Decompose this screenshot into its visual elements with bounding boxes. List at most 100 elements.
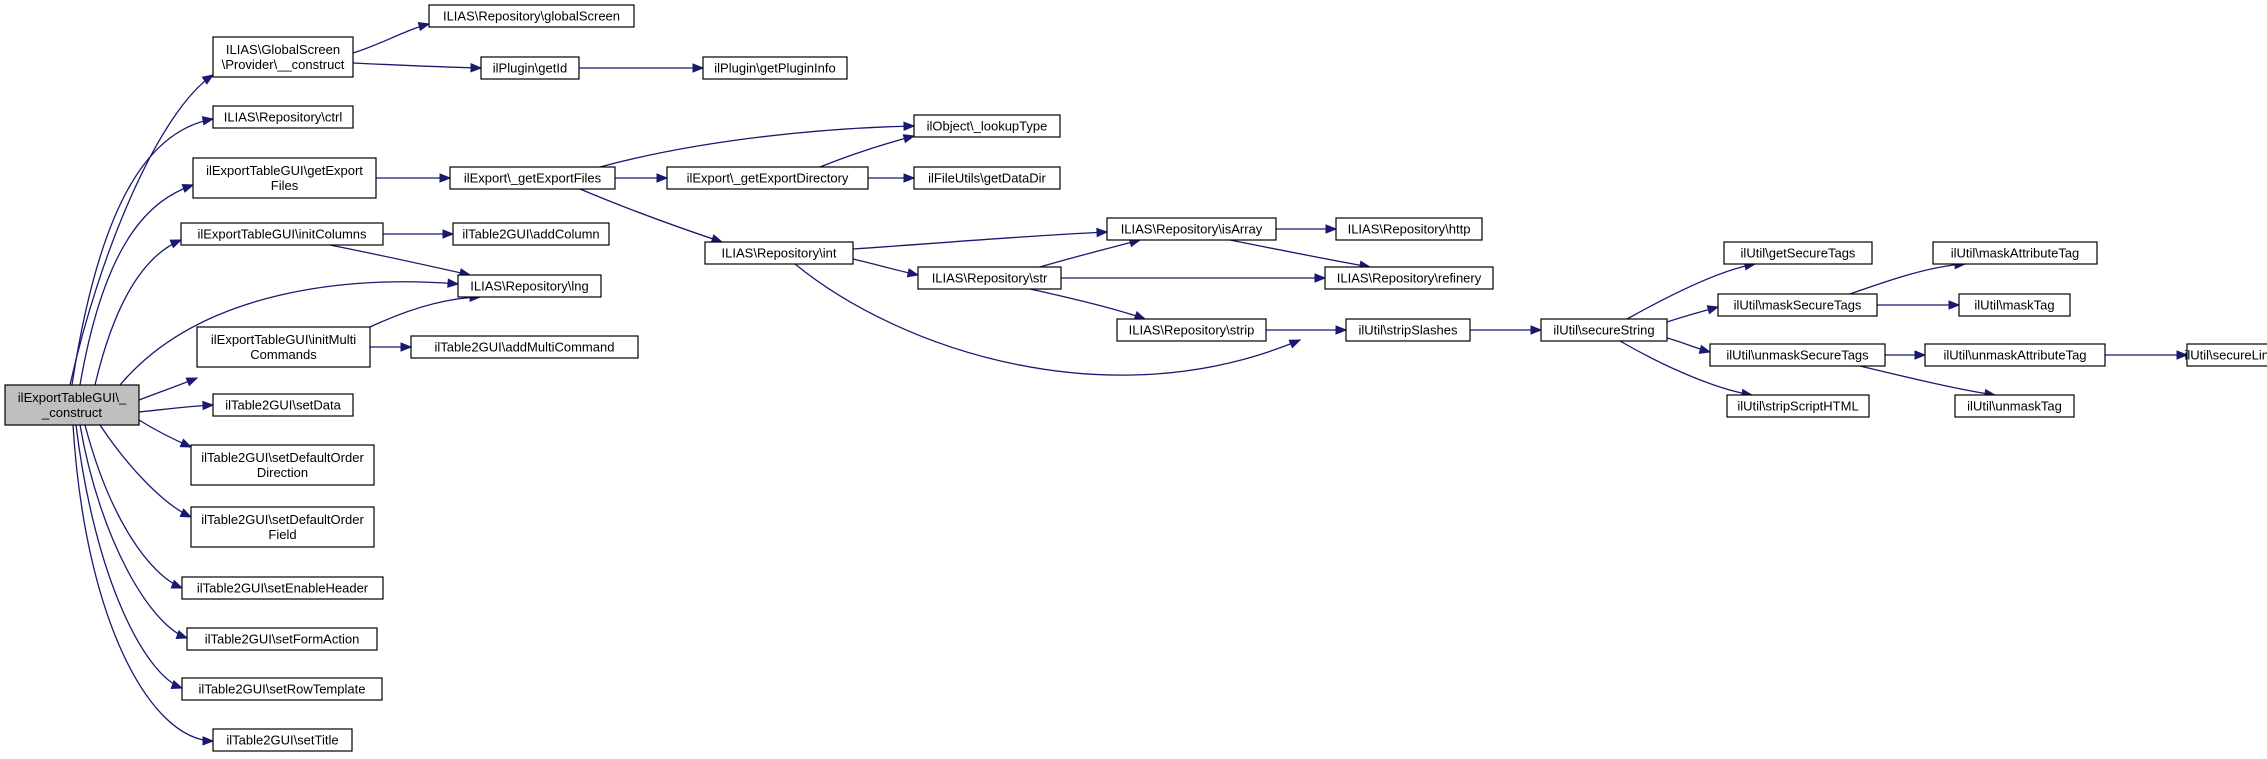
edge-n15-n16 <box>1029 288 1146 320</box>
function-node[interactable]: ilFileUtils\getDataDir <box>913 166 1061 190</box>
edge-n0-n39 <box>72 424 214 742</box>
node-label: ILIAS\Repository\refinery <box>1337 271 1482 286</box>
node-box <box>913 114 1061 138</box>
node-label: ilTable2GUI\setDefaultOrder <box>201 512 364 527</box>
function-node[interactable]: ilTable2GUI\setEnableHeader <box>181 576 384 600</box>
node-label: ilUtil\secureLink <box>2184 348 2267 363</box>
edge-n7-n8 <box>599 125 915 168</box>
function-node[interactable]: ilObject\_lookupType <box>913 114 1061 138</box>
edge-n11-n14 <box>794 263 1301 376</box>
function-node[interactable]: ilUtil\maskAttributeTag <box>1932 241 2098 265</box>
arrowhead-n0-n5 <box>201 116 215 126</box>
node-label: ilUtil\stripScriptHTML <box>1737 399 1858 414</box>
function-node[interactable]: ilTable2GUI\setRowTemplate <box>181 677 383 701</box>
function-node[interactable]: ilPlugin\getId <box>480 56 580 80</box>
function-node[interactable]: ILIAS\Repository\http <box>1335 217 1483 241</box>
node-label: ilExport\_getExportDirectory <box>687 171 849 186</box>
node-label: ilTable2GUI\setRowTemplate <box>199 682 366 697</box>
edge-n28-n30 <box>329 244 471 276</box>
node-box <box>212 105 354 129</box>
edge-n1-n3 <box>352 62 482 69</box>
node-label: ilUtil\secureString <box>1553 323 1654 338</box>
function-node[interactable]: ilUtil\unmaskAttributeTag <box>1924 343 2106 367</box>
arrowhead-n0-n31 <box>185 377 199 387</box>
node-label: ilExportTableGUI\initColumns <box>197 227 367 242</box>
node-box <box>1106 217 1277 241</box>
root-function-node[interactable]: ilExportTableGUI\__construct <box>4 384 140 426</box>
function-node[interactable]: ilTable2GUI\setTitle <box>212 728 353 752</box>
function-node[interactable]: ilUtil\stripSlashes <box>1345 318 1471 342</box>
node-label: ilUtil\getSecureTags <box>1741 246 1856 261</box>
node-box <box>702 56 848 80</box>
arrowhead-n11-n15 <box>906 268 920 278</box>
node-label: ilUtil\stripSlashes <box>1359 323 1458 338</box>
node-box <box>2186 343 2267 367</box>
function-node[interactable]: ILIAS\Repository\globalScreen <box>428 4 635 28</box>
node-box <box>192 157 377 199</box>
function-node[interactable]: ilUtil\unmaskSecureTags <box>1709 343 1886 367</box>
arrowhead-n11-n14 <box>1288 339 1302 349</box>
function-node[interactable]: ILIAS\Repository\isArray <box>1106 217 1277 241</box>
function-node[interactable]: ilUtil\maskSecureTags <box>1717 293 1878 317</box>
arrowhead-n24-n25 <box>2176 350 2189 360</box>
function-node[interactable]: ILIAS\Repository\refinery <box>1324 266 1494 290</box>
arrowhead-n3-n4 <box>692 63 705 73</box>
arrowhead-n0-n30 <box>447 278 460 288</box>
function-node[interactable]: ilTable2GUI\setData <box>212 393 354 417</box>
function-node[interactable]: ilUtil\stripScriptHTML <box>1726 394 1870 418</box>
function-node[interactable]: ilUtil\secureLink <box>2184 343 2267 367</box>
edge-n12-n14 <box>1229 239 1371 268</box>
arrowhead-n9-n8 <box>902 134 916 144</box>
edge-n0-n37 <box>79 424 188 639</box>
node-box <box>917 266 1062 290</box>
function-node[interactable]: ilExport\_getExportFiles <box>449 166 616 190</box>
function-node[interactable]: ILIAS\GlobalScreen\Provider\__construct <box>212 36 354 78</box>
function-node[interactable]: ILIAS\Repository\str <box>917 266 1062 290</box>
edge-n31-n30 <box>369 296 481 328</box>
arrowhead-n9-n10 <box>903 173 916 183</box>
edge-n18-n19 <box>1626 263 1756 320</box>
node-box <box>1345 318 1471 342</box>
function-node[interactable]: ilUtil\secureString <box>1540 318 1668 342</box>
node-box <box>452 222 610 246</box>
function-node[interactable]: ilTable2GUI\addMultiCommand <box>410 335 639 359</box>
function-node[interactable]: ILIAS\Repository\strip <box>1116 318 1267 342</box>
arrowhead-n0-n33 <box>202 400 215 411</box>
function-node[interactable]: ilUtil\maskTag <box>1958 293 2071 317</box>
node-box <box>1324 266 1494 290</box>
node-box <box>913 166 1061 190</box>
function-node[interactable]: ilUtil\unmaskTag <box>1954 394 2075 418</box>
function-node[interactable]: ilExportTableGUI\getExportFiles <box>192 157 377 199</box>
node-box <box>190 506 375 548</box>
edge-n0-n6 <box>79 184 194 386</box>
edge-n0-n30 <box>119 281 459 386</box>
function-node[interactable]: ilTable2GUI\addColumn <box>452 222 610 246</box>
function-node[interactable]: ilUtil\getSecureTags <box>1723 241 1873 265</box>
arrowhead-n0-n36 <box>170 579 184 589</box>
function-node[interactable]: ILIAS\Repository\lng <box>457 274 602 298</box>
function-node[interactable]: ilExport\_getExportDirectory <box>666 166 869 190</box>
node-label: ILIAS\Repository\isArray <box>1121 222 1263 237</box>
function-node[interactable]: ilTable2GUI\setFormAction <box>186 627 378 651</box>
arrowhead-n0-n37 <box>175 630 189 639</box>
node-label: Commands <box>250 347 317 362</box>
node-label: Files <box>271 178 299 193</box>
node-layer: ilExportTableGUI\__construct ILIAS\Global… <box>4 4 2267 752</box>
node-box <box>480 56 580 80</box>
edge-n0-n33 <box>138 404 214 413</box>
function-node[interactable]: ilPlugin\getPluginInfo <box>702 56 848 80</box>
node-box <box>1924 343 2106 367</box>
node-label: ilExportTableGUI\initMulti <box>211 332 356 347</box>
function-node[interactable]: ILIAS\Repository\ctrl <box>212 105 354 129</box>
edge-n15-n12 <box>1039 239 1141 268</box>
node-label: ilUtil\maskAttributeTag <box>1951 246 2080 261</box>
arrowhead-n0-n34 <box>179 438 193 448</box>
arrowhead-n12-n13 <box>1325 224 1338 234</box>
node-box <box>1709 343 1886 367</box>
function-node[interactable]: ilExportTableGUI\initColumns <box>180 222 384 246</box>
edge-n0-n5 <box>71 118 214 386</box>
function-node[interactable]: ILIAS\Repository\int <box>704 241 854 265</box>
